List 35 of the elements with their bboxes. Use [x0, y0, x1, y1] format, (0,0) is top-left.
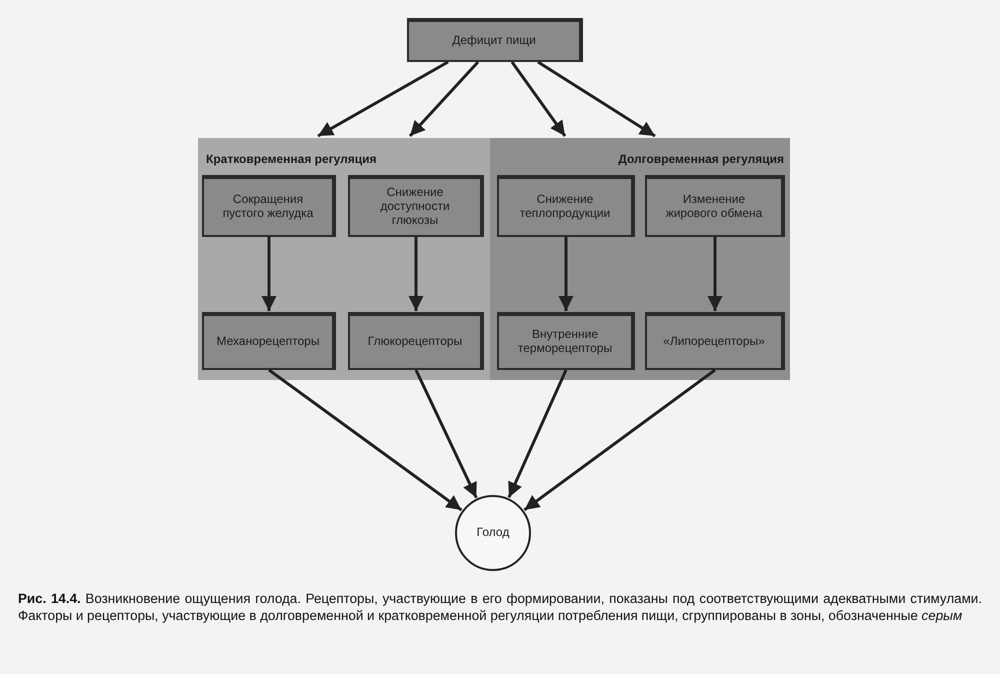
node-label: Дефицит пищи — [452, 34, 536, 48]
process-box — [202, 175, 336, 237]
figure-caption: Рис. 14.4. Возникновение ощущения голода. Рецепторы, участвующие в его формировании, показаны под соответствующими адекватными стимулами. Факторы и рецепторы, участвующие в долговременной и кратковременной регуляции потребления пищи, сгруппированы в зоны, обозначенные серым — [18, 590, 982, 625]
arrow — [408, 60, 480, 138]
arrow — [510, 61, 566, 137]
arrow — [317, 60, 449, 138]
process-box — [645, 175, 785, 237]
arrow — [262, 237, 276, 311]
node-label: Сокращения пустого желудка — [222, 193, 314, 221]
process-box — [407, 18, 583, 62]
node-label: Снижение доступности глюкозы — [379, 186, 451, 228]
process-box — [202, 312, 336, 370]
arrow — [508, 369, 568, 498]
node-label: Механорецепторы — [216, 335, 320, 349]
process-box — [497, 175, 635, 237]
node-label: Глюкорецепторы — [368, 335, 462, 349]
node-label: «Липорецепторы» — [663, 335, 765, 349]
arrow — [708, 237, 722, 311]
outcome-circle — [455, 495, 531, 571]
process-box — [497, 312, 635, 370]
node-label: Изменение жирового обмена — [664, 193, 764, 221]
process-box — [348, 175, 484, 237]
process-box — [348, 312, 484, 370]
arrow — [537, 60, 656, 138]
regulation-zone — [490, 138, 790, 380]
arrow — [414, 369, 478, 498]
arrow — [558, 237, 574, 311]
node-label: Снижение теплопродукции — [518, 193, 612, 221]
node-label: Внутренние терморецепторы — [516, 328, 614, 356]
node-label: Голод — [476, 526, 510, 540]
arrow — [408, 237, 424, 311]
zone-heading: Долговременная регуляция — [618, 152, 784, 166]
zone-heading: Кратковременная регуляция — [206, 152, 377, 166]
regulation-zone — [198, 138, 490, 380]
process-box — [645, 312, 785, 370]
